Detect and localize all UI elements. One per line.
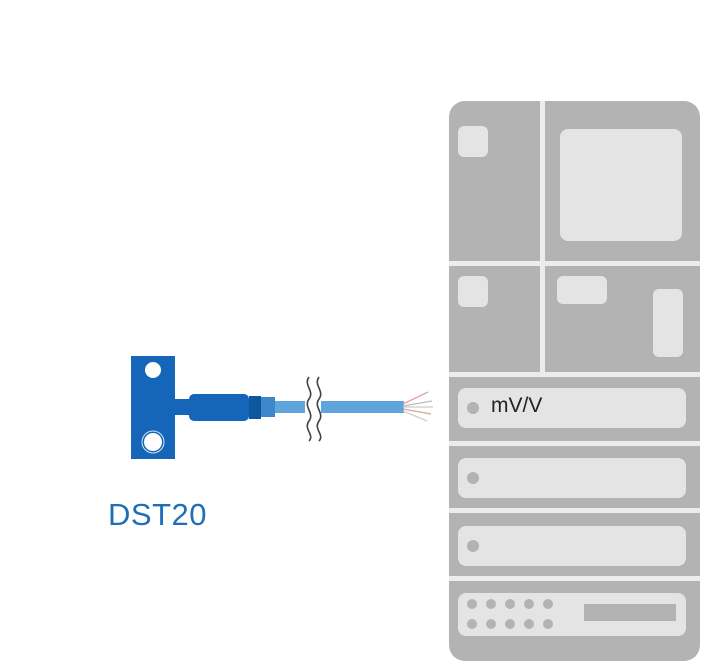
middle-tall-panel	[653, 289, 683, 357]
connector-ring	[261, 397, 275, 417]
connector-module	[458, 593, 686, 636]
sensor-label: DST20	[108, 497, 207, 532]
sensor-mounting-hole-bottom	[144, 433, 162, 451]
module-unit-label: mV/V	[491, 394, 543, 417]
mvv-module	[458, 388, 686, 428]
module-2-led	[467, 472, 479, 484]
sensor-hole-ring-bottom	[141, 430, 165, 454]
middle-small-panel	[557, 276, 607, 304]
dst20-sensor	[131, 356, 175, 459]
rack-divider-5	[449, 576, 700, 581]
connector-module-slot	[584, 604, 676, 621]
mvv-module-led	[467, 402, 479, 414]
rack-vertical-divider	[540, 101, 545, 373]
rack-divider-4	[449, 508, 700, 513]
top-left-indicator	[458, 126, 488, 157]
frayed-wire-ends	[402, 391, 433, 422]
rack-divider-3	[449, 441, 700, 446]
rack-divider-1	[449, 261, 700, 266]
sensor-cable	[275, 376, 433, 442]
module-3	[458, 526, 686, 566]
connector-neck	[175, 399, 189, 415]
sensor-mounting-hole-top	[145, 362, 161, 378]
cable-break-mark-left	[306, 376, 312, 442]
module-2	[458, 458, 686, 498]
measurement-rack	[449, 101, 700, 661]
cable-connector	[175, 394, 275, 421]
cable-segment-left	[275, 401, 305, 413]
connector-body	[189, 394, 249, 421]
connector-collar	[249, 396, 261, 419]
rack-divider-2	[449, 372, 700, 377]
middle-left-indicator	[458, 276, 488, 307]
top-display-panel	[560, 129, 682, 241]
cable-break-mark-right	[316, 376, 322, 442]
module-3-led	[467, 540, 479, 552]
cable-segment-right	[321, 401, 404, 413]
connector-pin-grid	[467, 599, 553, 629]
